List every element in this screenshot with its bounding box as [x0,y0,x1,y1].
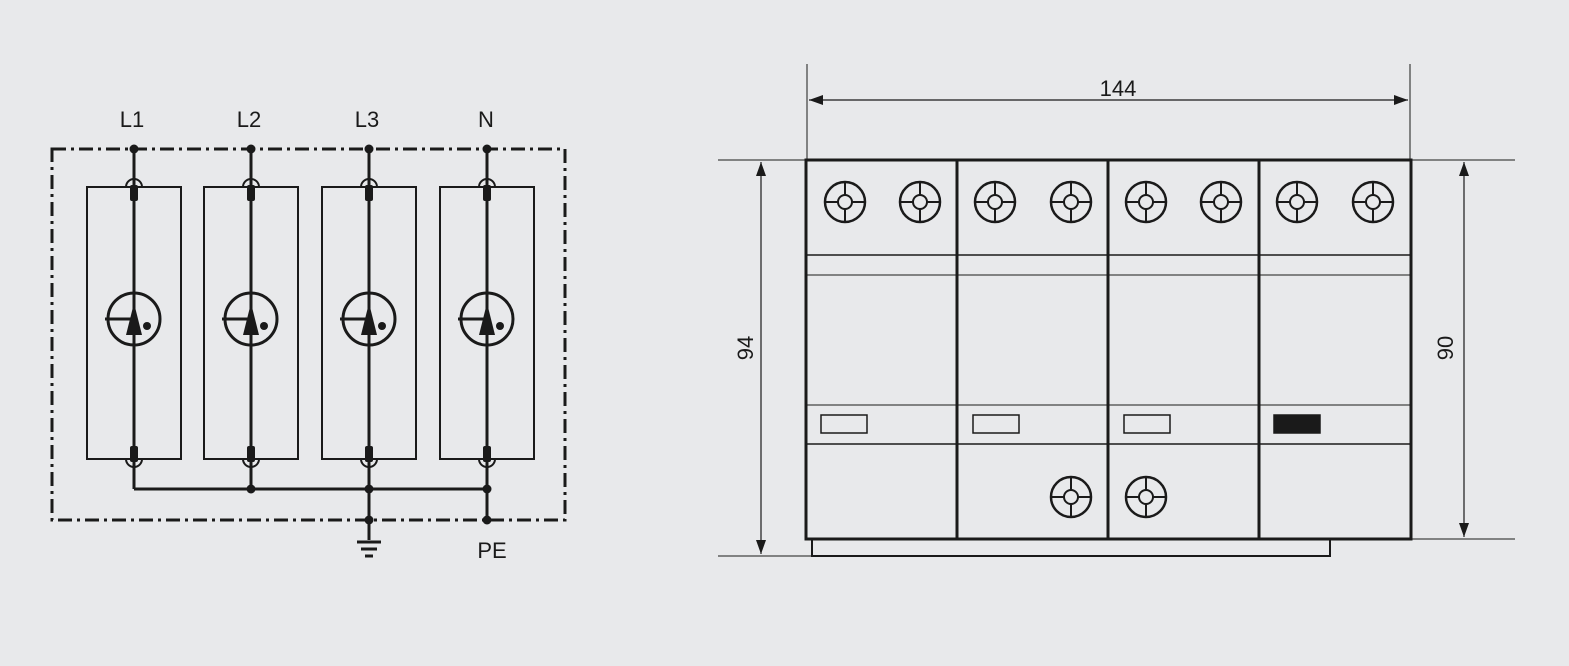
phase-module-3 [321,144,417,489]
enclosure-outline [50,147,567,522]
screw-icon [1049,180,1093,224]
status-indicator-2 [972,414,1020,434]
screw-icon [1124,180,1168,224]
phase-module-1 [86,144,182,489]
screw-icon [1049,475,1093,519]
schematic [50,144,567,558]
screw-icon [1275,180,1319,224]
screw-icon [1199,180,1243,224]
dimension-height-body-label: 90 [1433,336,1458,360]
phase-label-n: N [478,107,494,132]
ground-icon [357,540,381,558]
phase-label-l3: L3 [355,107,379,132]
screw-icon [823,180,867,224]
screw-icon [1351,180,1395,224]
module-drawing [718,64,1515,557]
status-indicator-4 [1273,414,1321,434]
dimension-height-total-label: 94 [733,336,758,360]
dimension-width-label: 144 [1100,76,1137,101]
screw-icon [1124,475,1168,519]
pe-label: PE [477,538,506,563]
screw-icon [898,180,942,224]
varistor-symbol [340,291,397,347]
phase-module-4 [439,144,535,489]
screw-icon [973,180,1017,224]
status-indicator-3 [1123,414,1171,434]
varistor-symbol [105,291,162,347]
din-rail-base [811,538,1331,557]
phase-label-l1: L1 [120,107,144,132]
phase-module-2 [203,144,299,489]
varistor-symbol [222,291,279,347]
phase-label-l2: L2 [237,107,261,132]
status-indicator-1 [820,414,868,434]
spark-gap-symbol [458,291,515,347]
